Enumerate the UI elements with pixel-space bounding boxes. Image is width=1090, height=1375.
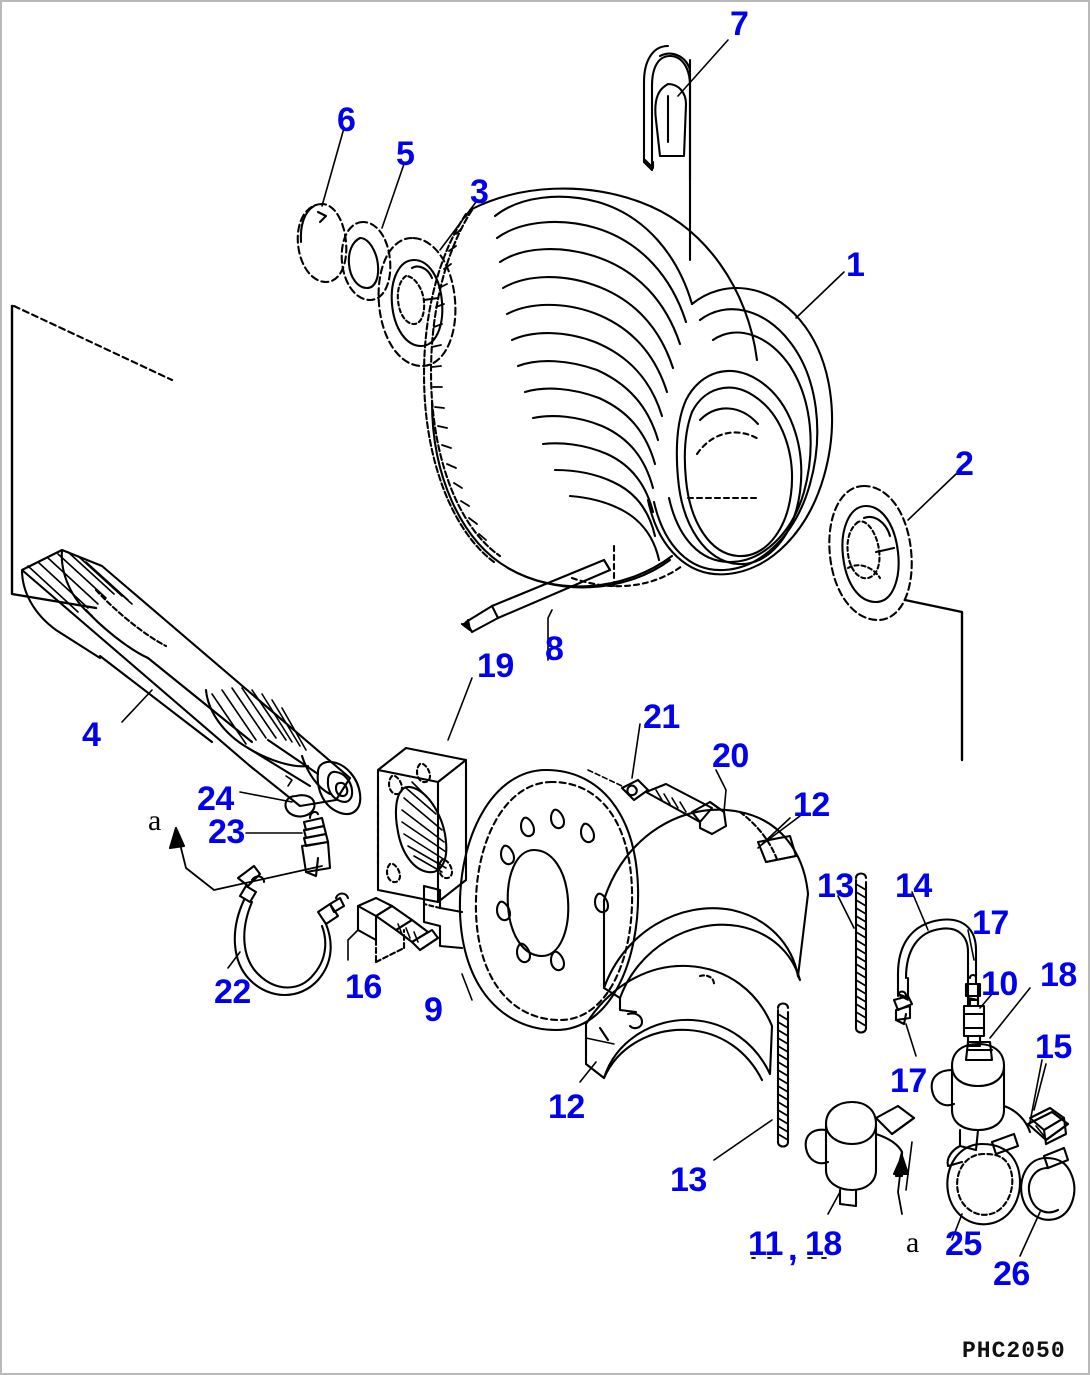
callout-15: 15 xyxy=(1035,1028,1072,1066)
callout-25: 25 xyxy=(945,1225,982,1263)
part-19-flange-hub xyxy=(376,746,468,904)
part-6-snap-ring xyxy=(296,202,348,284)
part-12-brake-shoe-upper xyxy=(602,808,810,1014)
part-13-spring-lower xyxy=(776,1002,790,1148)
callout-9: 9 xyxy=(424,991,443,1029)
callout-11: 11 xyxy=(748,1225,783,1263)
part-7-hook-clip xyxy=(642,44,692,262)
section-mark-a-bottom: a xyxy=(906,1226,920,1259)
callout-4: 4 xyxy=(82,716,101,754)
part-12-brake-shoe-lower xyxy=(584,964,774,1082)
part-2-hub-cap xyxy=(828,484,913,622)
callout-10: 10 xyxy=(981,965,1018,1003)
page-edge-right xyxy=(1088,0,1090,1375)
callout-22: 22 xyxy=(214,973,251,1011)
part-11-wheel-cylinder-lower xyxy=(804,1100,916,1208)
callout-8: 8 xyxy=(545,630,564,668)
part-22-hose xyxy=(233,864,350,997)
callout-separator-comma: , xyxy=(788,1230,797,1268)
part-8-pin xyxy=(460,558,612,634)
callout-18-right: 18 xyxy=(1040,956,1077,994)
page-edge-bottom xyxy=(0,1373,1090,1375)
callout-14: 14 xyxy=(895,867,932,905)
callout-26: 26 xyxy=(993,1255,1030,1293)
part-24-o-ring xyxy=(284,794,316,818)
page-edge-left xyxy=(0,0,2,1375)
callout-12-lower: 12 xyxy=(548,1088,585,1126)
callout-1: 1 xyxy=(846,246,865,284)
part-13-spring-upper xyxy=(854,872,868,1034)
callout-17-lower: 17 xyxy=(890,1062,927,1100)
part-9-backing-plate xyxy=(422,768,640,1032)
part-15-connector xyxy=(1028,1106,1068,1146)
part-17-joint-lower xyxy=(892,990,914,1026)
callout-7: 7 xyxy=(730,5,749,43)
callout-16: 16 xyxy=(345,968,382,1006)
part-26-clamp-small xyxy=(1020,1146,1076,1221)
callout-12-upper: 12 xyxy=(793,786,830,824)
callout-13-upper: 13 xyxy=(817,867,854,905)
callout-20: 20 xyxy=(712,737,749,775)
callout-17-upper: 17 xyxy=(972,904,1009,942)
section-mark-a-left: a xyxy=(148,804,162,837)
part-18-wheel-cylinder-right xyxy=(930,1040,1070,1168)
callout-3: 3 xyxy=(470,173,489,211)
part-21-washer-small xyxy=(620,778,650,802)
part-1-tire-rim xyxy=(422,187,834,589)
part-23-fitting xyxy=(300,810,332,878)
callout-13-lower: 13 xyxy=(670,1161,707,1199)
part-5-washer xyxy=(340,220,392,302)
callout-2: 2 xyxy=(955,445,974,483)
page-edge-top xyxy=(0,0,1090,2)
callout-24: 24 xyxy=(197,780,234,818)
callout-19: 19 xyxy=(477,647,514,685)
drawing-code: PHC2050 xyxy=(962,1338,1066,1364)
part-16-adjuster xyxy=(356,896,440,964)
callout-6: 6 xyxy=(337,101,356,139)
callout-5: 5 xyxy=(396,135,415,173)
callout-23: 23 xyxy=(208,813,245,851)
callout-21: 21 xyxy=(643,698,680,736)
callout-18-lower: 18 xyxy=(805,1225,842,1263)
part-25-clamp-large xyxy=(946,1132,1021,1226)
part-4-axle-shaft xyxy=(20,548,362,816)
